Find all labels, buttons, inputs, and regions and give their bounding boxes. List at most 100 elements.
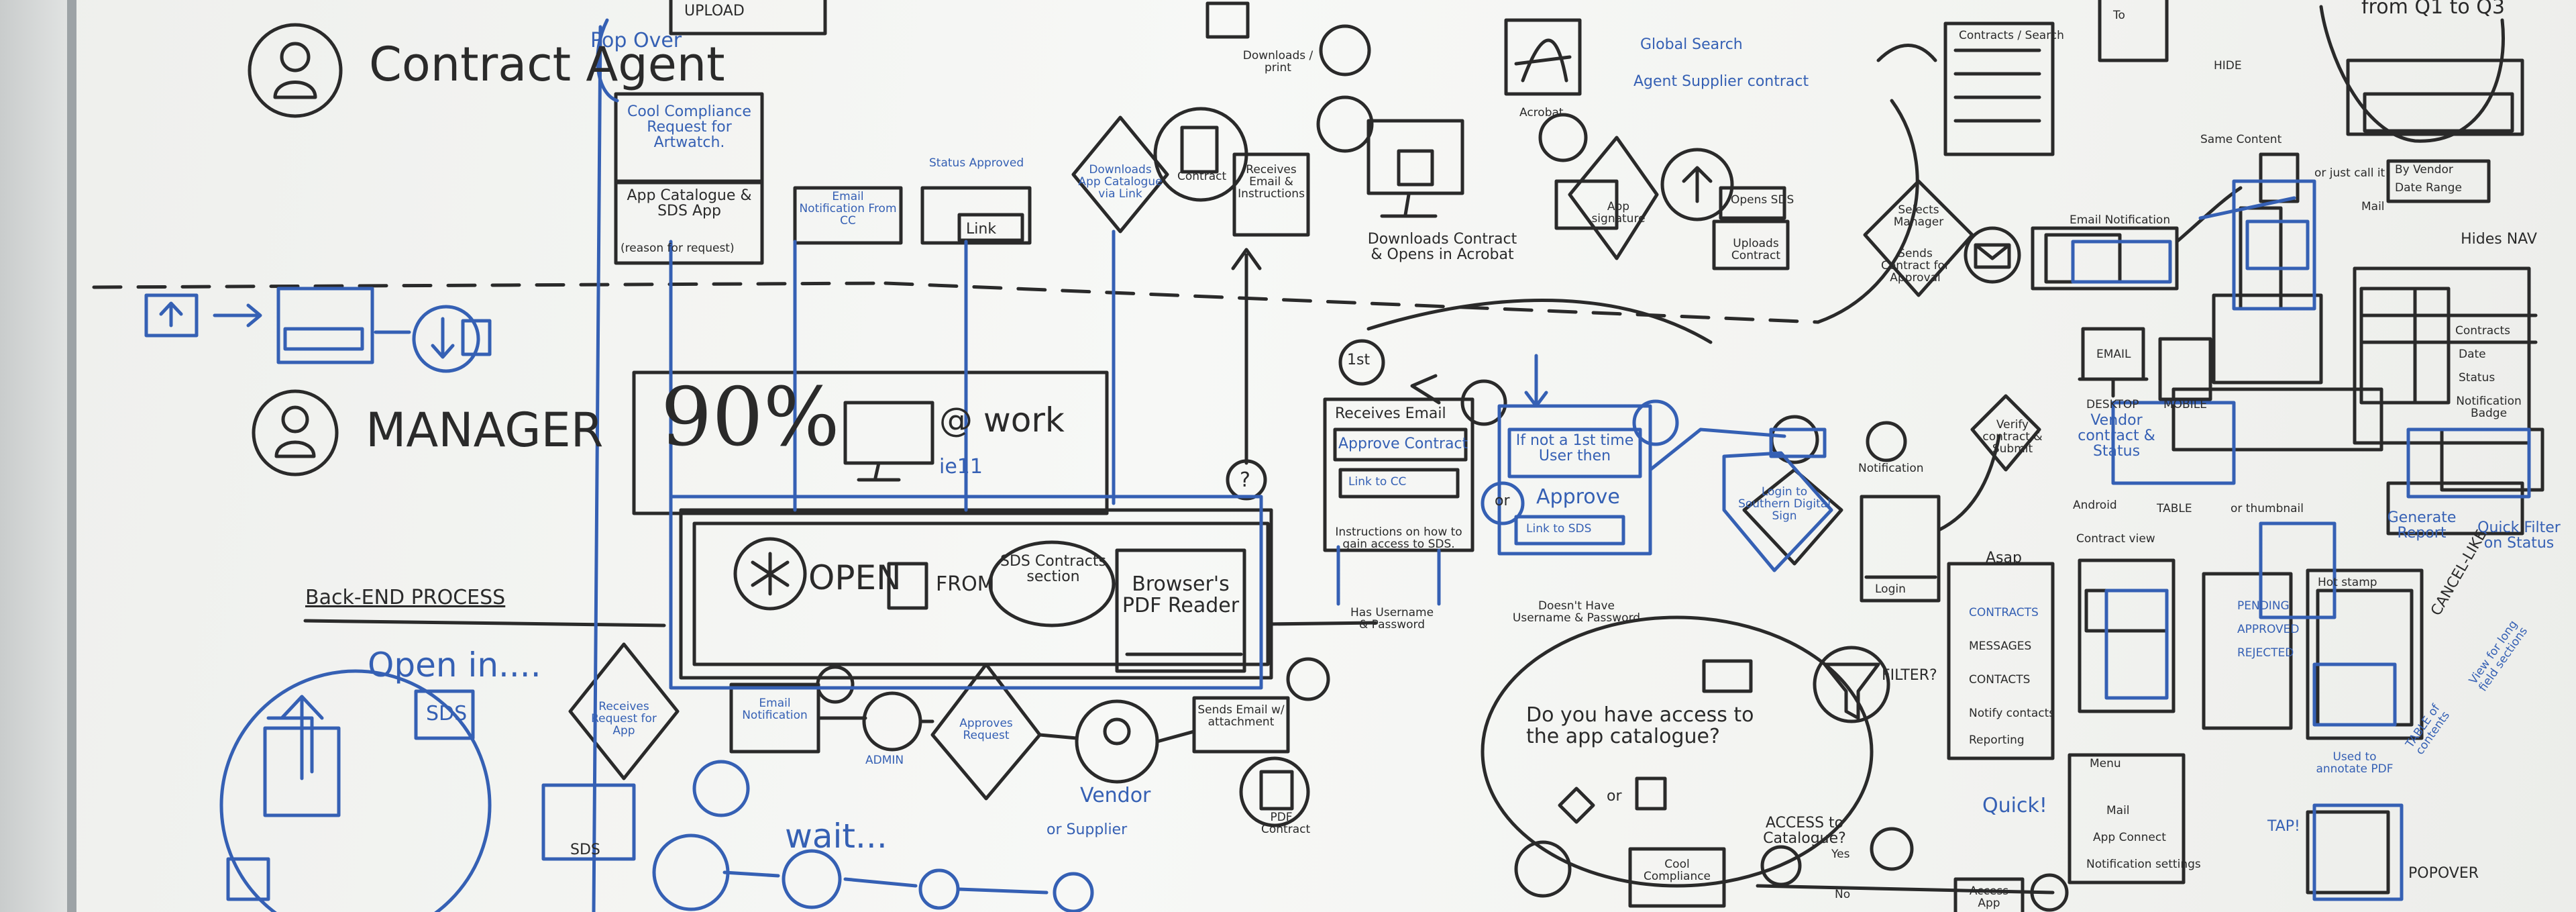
browsers-reader-text: Browser's PDF Reader bbox=[1122, 572, 1240, 617]
contract-agent-label: Contract Agent bbox=[369, 37, 725, 92]
rejected-text: REJECTED bbox=[2237, 646, 2294, 660]
contract-view-text: Contract view bbox=[2076, 532, 2155, 546]
messages-text: MESSAGES bbox=[1969, 640, 2032, 653]
thumbnail-text: or thumbnail bbox=[2231, 502, 2304, 515]
opens-sds-text: Opens SDS bbox=[1731, 193, 1794, 207]
mail-menu-text: Mail bbox=[2106, 804, 2130, 817]
approve-contract-button: Approve Contract bbox=[1338, 436, 1468, 452]
email-label-right: EMAIL bbox=[2096, 348, 2131, 361]
date-range-text: Date Range bbox=[2395, 181, 2462, 195]
by-vendor-text: By Vendor bbox=[2395, 163, 2453, 176]
downloads-contract-text: Downloads Contract & Opens in Acrobat bbox=[1367, 231, 1517, 264]
whiteboard-frame-edge bbox=[67, 0, 76, 912]
filter-text: FILTER? bbox=[1882, 667, 1937, 684]
from-text: FROM bbox=[936, 572, 995, 596]
asap-text: Asap bbox=[1986, 550, 2022, 566]
sds-box-text: SDS bbox=[570, 842, 600, 858]
notify-contacts-text: Notify contacts bbox=[1969, 707, 2055, 720]
contracts-row-text: Contracts bbox=[2455, 324, 2510, 338]
agent-person-icon bbox=[248, 23, 343, 118]
upload-label: UPLOAD bbox=[684, 3, 745, 19]
backend-process-label: Back-END PROCESS bbox=[305, 586, 506, 609]
login-to-text: Login to Southern Digital Sign bbox=[1738, 485, 1831, 523]
has-username-text: Has Username & Password bbox=[1350, 606, 1434, 631]
approved-text: APPROVED bbox=[2237, 623, 2300, 636]
date-row-text: Date bbox=[2459, 348, 2486, 361]
app-connect-text: App Connect bbox=[2093, 831, 2166, 844]
sds-label: SDS bbox=[426, 702, 468, 725]
tap-text: TAP! bbox=[2267, 818, 2300, 835]
contracts-section-text: SDS Contracts section bbox=[1000, 553, 1106, 586]
notification-text: Notification bbox=[1858, 462, 1924, 475]
no-text: No bbox=[1835, 888, 1851, 901]
download-print-text: Downloads / print bbox=[1242, 49, 1313, 74]
from-q-text: from Q1 to Q3 bbox=[2361, 0, 2505, 19]
pending-text: PENDING bbox=[2237, 599, 2290, 613]
selects-manager-text: Selects Manager bbox=[1893, 203, 1944, 229]
doesnt-have-text: Doesn't Have Username & Password bbox=[1512, 599, 1641, 625]
mail-text: Mail bbox=[2361, 200, 2385, 213]
menu-text: Menu bbox=[2090, 757, 2121, 770]
acrobat-label: Acrobat bbox=[1519, 106, 1564, 119]
ie11-text: ie11 bbox=[939, 455, 983, 478]
pop-over-label: Pop Over bbox=[590, 29, 682, 52]
hides-nav-text: Hides NAV bbox=[2461, 231, 2537, 248]
hot-stamp-text: Hot stamp bbox=[2318, 576, 2377, 589]
link-to-cc-text: Link to CC bbox=[1348, 475, 1407, 489]
to-text: To bbox=[2113, 9, 2125, 22]
reporting-text: Reporting bbox=[1969, 733, 2025, 747]
or-text: or bbox=[1495, 493, 1510, 509]
sends-contract-text: Sends Contract for Approval bbox=[1881, 247, 1949, 285]
vendor-text: Vendor bbox=[1080, 784, 1151, 807]
contracts-search-text: Contracts / Search bbox=[1959, 29, 2064, 42]
verify-text: Verify contract & Submit bbox=[1982, 418, 2043, 456]
approve-button: Approve bbox=[1536, 485, 1620, 509]
first-badge-text: 1st bbox=[1347, 352, 1371, 368]
global-search-text: Global Search bbox=[1640, 36, 1743, 53]
supplier-contract-text: Agent Supplier contract bbox=[1633, 73, 1809, 90]
used-to-annotate-text: Used to annotate PDF bbox=[2316, 750, 2394, 776]
quick-text: Quick! bbox=[1982, 794, 2047, 817]
open-in-label: Open in.... bbox=[368, 646, 541, 685]
quick-filter-text: Quick Filter on Status bbox=[2477, 519, 2561, 552]
vendor-contract-status-text: Vendor contract & Status bbox=[2078, 412, 2155, 460]
app-signature-text: App signature bbox=[1591, 200, 1646, 225]
question-mark-text: ? bbox=[1240, 468, 1250, 492]
login-text: Login bbox=[1875, 582, 1906, 596]
approves-request-text: Approves Request bbox=[959, 717, 1013, 742]
hide-text: HIDE bbox=[2214, 59, 2242, 72]
table-text: TABLE bbox=[2157, 502, 2192, 515]
receives-email-label: Receives Email bbox=[1335, 405, 1446, 422]
notification-badge-text: Notification Badge bbox=[2456, 395, 2522, 420]
desktop-label: DESKTOP bbox=[2086, 398, 2139, 411]
reason-text: (reason for request) bbox=[621, 242, 735, 255]
percent-text: 90% bbox=[661, 371, 840, 464]
same-content-text: Same Content bbox=[2200, 133, 2282, 146]
email-notification-right-text: Email Notification bbox=[2070, 213, 2171, 227]
open-text: OPEN bbox=[808, 558, 902, 597]
mobile-label: MOBILE bbox=[2163, 398, 2207, 411]
popover-text: POPOVER bbox=[2408, 865, 2479, 882]
access-question-text: Do you have access to the app catalogue? bbox=[1526, 703, 1754, 748]
uploads-contract-text: Uploads Contract bbox=[1731, 237, 1781, 262]
menu-contracts-text: CONTRACTS bbox=[1969, 606, 2039, 619]
instructions-text: Instructions on how to gain access to SD… bbox=[1335, 525, 1462, 551]
first-time-text: If not a 1st time User then bbox=[1515, 432, 1634, 465]
link-to-sds-text: Link to SDS bbox=[1526, 522, 1592, 536]
wait-text: wait... bbox=[785, 817, 888, 856]
email-notification-text: Email Notification bbox=[742, 697, 808, 722]
android-text: Android bbox=[2073, 499, 2117, 512]
status-row-text: Status bbox=[2459, 371, 2496, 385]
manager-person-icon bbox=[252, 389, 339, 476]
downloads-app-text: Downloads App Catalogue via Link bbox=[1078, 163, 1163, 201]
monitor-icon bbox=[1366, 119, 1464, 195]
whiteboard-frame bbox=[0, 0, 74, 912]
just-call-text: or just call it bbox=[2314, 166, 2385, 180]
access-app-text: Access App bbox=[1969, 884, 2009, 910]
manager-label: MANAGER bbox=[366, 403, 604, 458]
cool-compliance-text: Cool Compliance bbox=[1643, 858, 1711, 883]
yes-text: Yes bbox=[1831, 848, 1850, 861]
or-supplier-text: or Supplier bbox=[1046, 821, 1128, 838]
